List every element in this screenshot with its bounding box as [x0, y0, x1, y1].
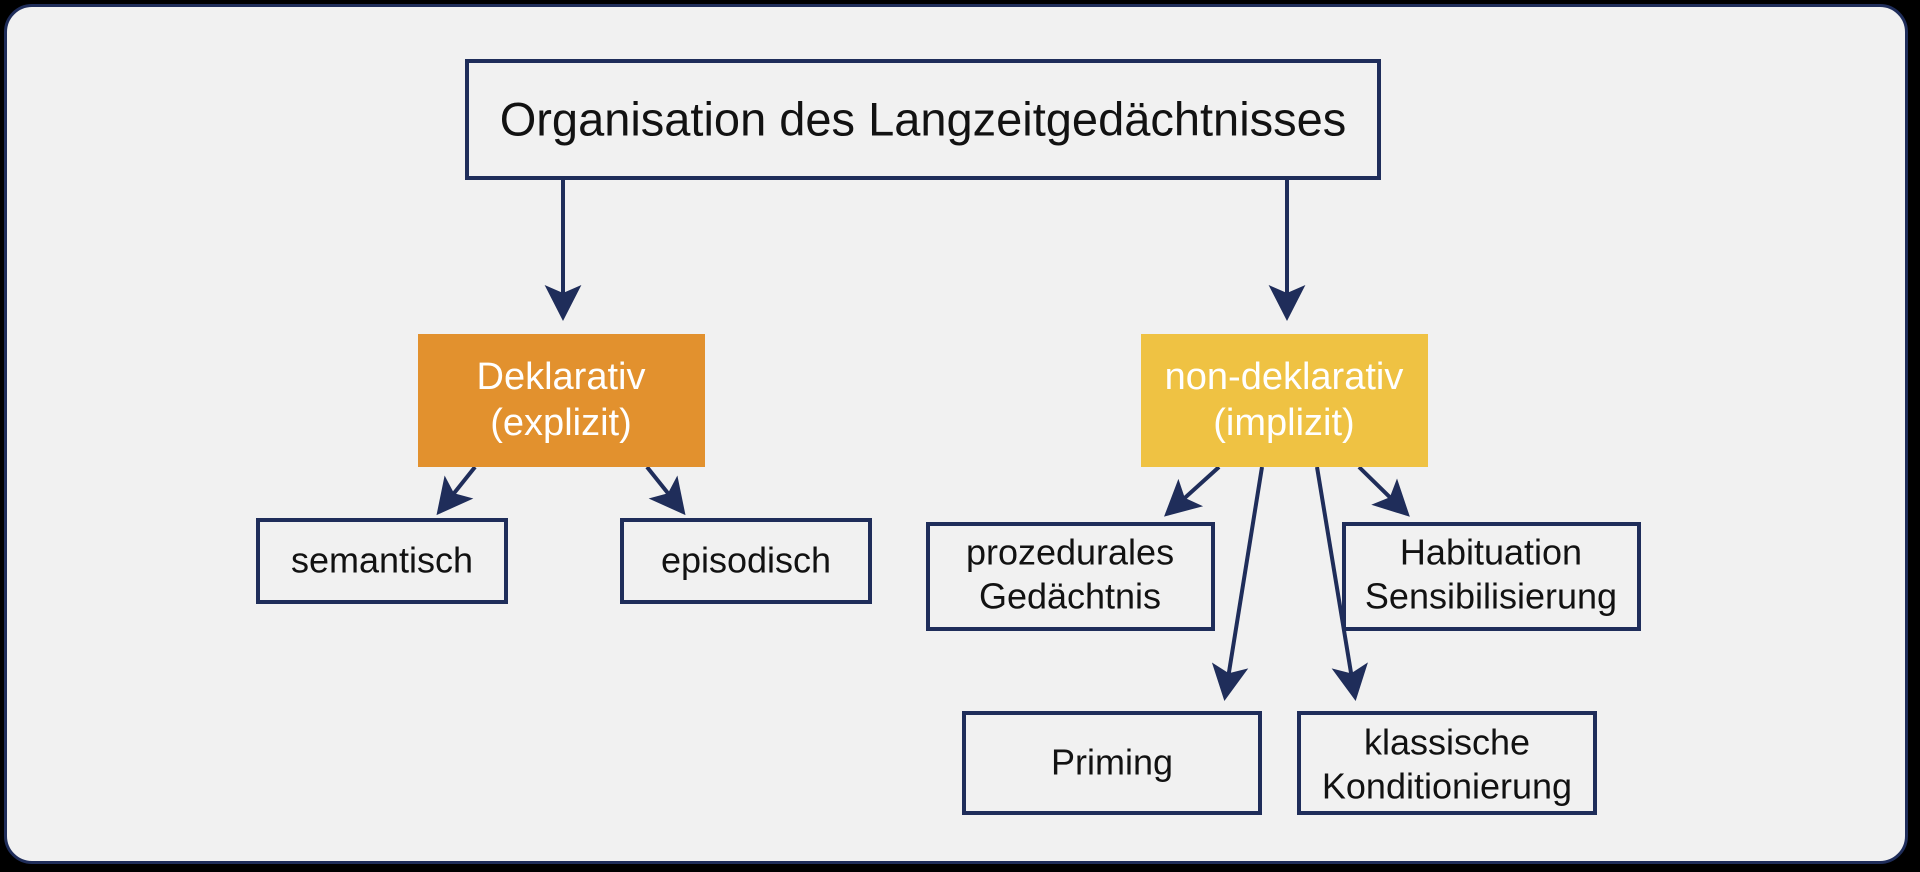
- edge-layer: [436, 178, 1410, 701]
- node-root[interactable]: Organisation des Langzeitgedächtnisses: [465, 59, 1381, 180]
- edge-declarative-to-episodic: [645, 465, 686, 516]
- node-habituation-box[interactable]: [1342, 522, 1641, 631]
- node-root-label: Organisation des Langzeitgedächtnisses: [500, 92, 1347, 145]
- node-conditioning-label-line2: Konditionierung: [1322, 766, 1572, 807]
- node-conditioning-box[interactable]: [1297, 711, 1597, 815]
- node-procedural-label-line2: Gedächtnis: [979, 576, 1161, 617]
- node-conditioning-label-line1: klassische: [1364, 722, 1530, 763]
- node-declarative-label-line1: Deklarativ: [477, 356, 646, 398]
- node-episodic-label: episodisch: [661, 540, 831, 581]
- node-episodic-box[interactable]: [620, 518, 872, 604]
- edge-nondeclarative-to-conditioning: [1315, 466, 1368, 701]
- edge-nondeclarative-to-habituation: [1357, 465, 1410, 517]
- node-semantic-label: semantisch: [291, 540, 473, 581]
- memory-organisation-diagram: Organisation des Langzeitgedächtnisses D…: [256, 59, 1641, 815]
- node-nondeclarative-box[interactable]: [1141, 334, 1428, 467]
- edge-declarative-to-semantic: [436, 465, 477, 516]
- node-priming[interactable]: Priming: [962, 711, 1262, 815]
- node-episodic[interactable]: episodisch: [620, 518, 872, 604]
- node-procedural-box[interactable]: [926, 522, 1215, 631]
- node-nondeclarative-label-line2: (implizit): [1213, 402, 1354, 444]
- edge-nondeclarative-to-procedural: [1164, 465, 1221, 517]
- node-semantic[interactable]: semantisch: [256, 518, 508, 604]
- node-root-box[interactable]: [465, 59, 1381, 180]
- node-priming-label: Priming: [1051, 742, 1173, 783]
- node-habituation[interactable]: Habituation Sensibilisierung: [1342, 522, 1641, 631]
- node-semantic-box[interactable]: [256, 518, 508, 604]
- node-nondeclarative[interactable]: non-deklarativ (implizit): [1141, 334, 1428, 467]
- edge-nondeclarative-to-priming: [1211, 466, 1264, 701]
- node-habituation-label-line1: Habituation: [1400, 532, 1582, 573]
- node-conditioning[interactable]: klassische Konditionierung: [1297, 711, 1597, 815]
- node-declarative-box[interactable]: [418, 334, 705, 467]
- node-procedural-label-line1: prozedurales: [966, 532, 1174, 573]
- diagram-frame: Organisation des Langzeitgedächtnisses D…: [4, 4, 1908, 864]
- node-nondeclarative-label-line1: non-deklarativ: [1165, 356, 1404, 398]
- node-procedural[interactable]: prozedurales Gedächtnis: [926, 522, 1215, 631]
- node-priming-box[interactable]: [962, 711, 1262, 815]
- node-declarative[interactable]: Deklarativ (explizit): [418, 334, 705, 467]
- node-declarative-label-line2: (explizit): [490, 402, 631, 444]
- node-habituation-label-line2: Sensibilisierung: [1365, 576, 1617, 617]
